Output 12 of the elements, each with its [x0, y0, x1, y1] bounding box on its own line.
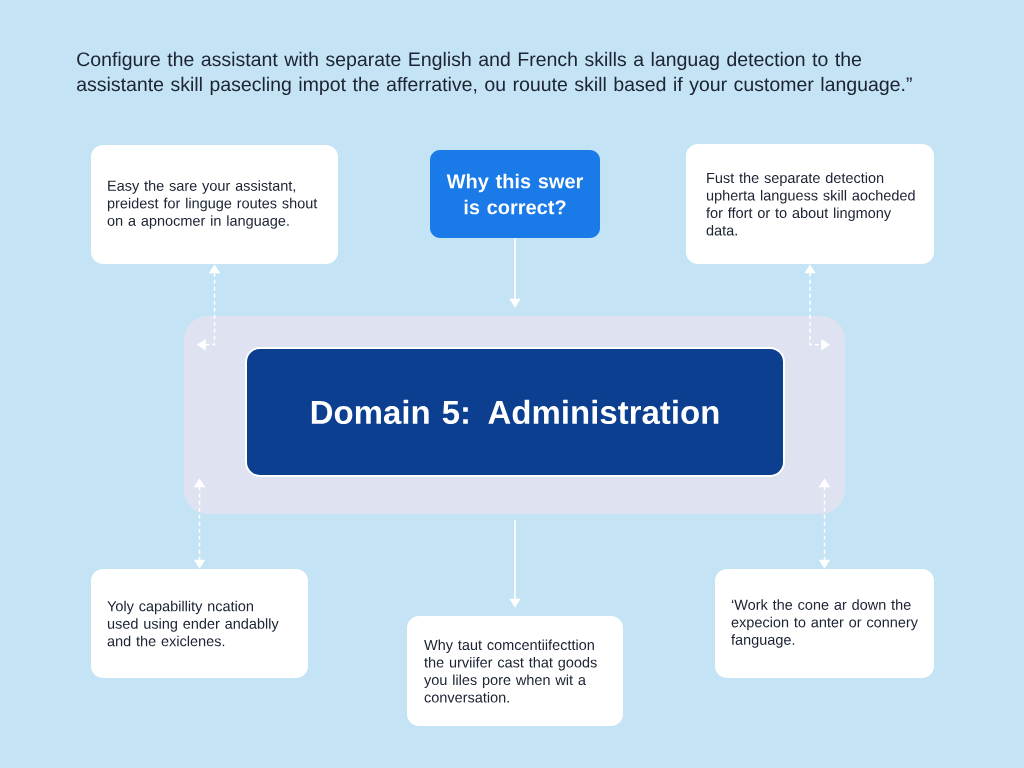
question-box: Why this swer is correct? — [430, 150, 600, 238]
text-card: ‘Work the cone ar down the expecion to anter or connery fanguage. — [715, 569, 934, 678]
text-card: Easy the sare your assistant, preidest for linguge routes shout on a apnocmer in language. — [91, 145, 338, 264]
arrow — [509, 237, 521, 308]
title-box: Domain 5: Administration — [245, 347, 785, 477]
heading: Configure the assistant with separate English and French skills a languag detection to the assistante skill pasecling impot the afferrative, ou rouute skill based if your customer language.” — [77, 51, 912, 96]
dashed-arrow — [818, 478, 831, 569]
text-card: Why taut comcentiifecttion the urviifer cast that goods you liles pore when wit a conversation. — [407, 616, 623, 726]
text-card: Fust the separate detection upherta languess skill aocheded for ffort or to about lingmony data. — [686, 144, 934, 264]
text-card: Yoly capabillity ncation used using ender andablly and the exiclenes. — [91, 569, 308, 678]
dashed-arrow — [193, 478, 206, 569]
arrow — [509, 519, 521, 608]
